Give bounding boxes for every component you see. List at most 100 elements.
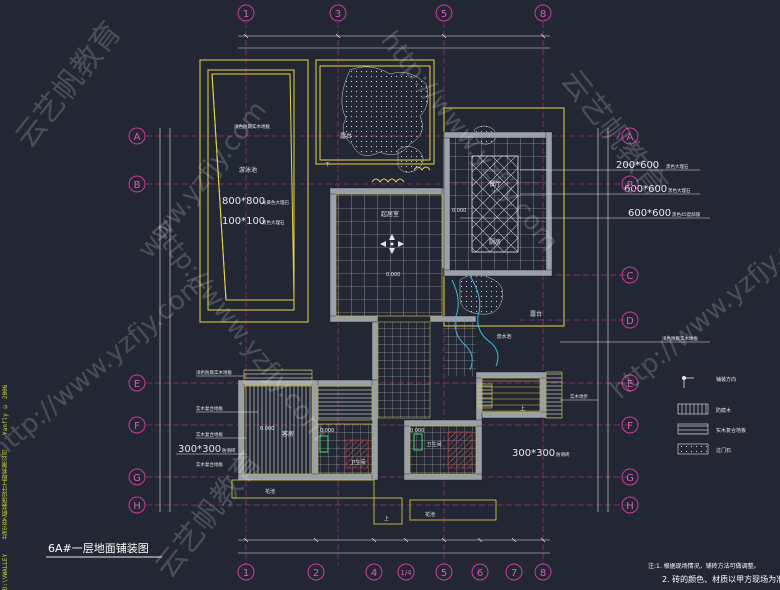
axis-left-a: A — [134, 132, 141, 143]
legend-floor-label: 实木复合地板 — [716, 427, 746, 434]
axis-bubbles — [128, 4, 639, 581]
water-feature-label: 流水池 — [496, 333, 511, 340]
left-note-1: 浅色防腐实木地板 — [196, 369, 232, 376]
stair-up-label: 上 — [384, 515, 389, 522]
left-note-2: 实木复合地板 — [196, 405, 223, 412]
axis-right-g: G — [626, 473, 634, 484]
living-room — [335, 193, 443, 317]
bathroom-right — [409, 425, 477, 475]
terrace-label: 露台 — [340, 132, 352, 140]
right-deck-stairs — [545, 371, 563, 419]
tile-300-right: 300*300 — [512, 448, 555, 459]
legend-stone-label: 过门石 — [716, 447, 731, 454]
tile-200-600: 200*600 — [616, 160, 659, 171]
watermark-4: 云艺帆教育 — [554, 63, 674, 203]
axis-right-a: A — [627, 132, 634, 143]
axis-right-h: H — [626, 501, 634, 512]
watermark-8: http://www.yzfjy.com — [0, 269, 211, 466]
living-elev: 0.000 — [386, 272, 400, 278]
axis-bottom-4: 4 — [371, 568, 377, 579]
wc-floor-note: 实木复合地板 — [196, 461, 223, 468]
tile-800-label: 800*800 — [222, 196, 265, 207]
legend: 铺装方向 防腐木 实木复合地板 过门石 — [677, 375, 746, 455]
stair-up-label-2: 上 — [520, 405, 525, 412]
guest-room-label: 客房 — [282, 430, 294, 438]
axis-bottom-8: 8 — [540, 568, 546, 579]
hatch-stone-icon — [677, 443, 709, 455]
wc-left-label: 卫生间 — [350, 459, 365, 466]
axis-top-5: 5 — [441, 9, 447, 20]
dining-kitchen — [450, 138, 546, 270]
wc-right-elev: 0.000 — [410, 428, 424, 434]
callout-leaders-right — [460, 169, 710, 401]
tile-600: 600*600 — [624, 184, 667, 195]
axis-labels: 1 3 5 8 1 2 4 1/4 5 6 7 8 A B E F G H A … — [133, 9, 634, 579]
guest-elev: 0.000 — [260, 426, 274, 432]
tile-600-45: 600*600 — [628, 208, 671, 219]
dining-elev: 0.000 — [452, 208, 466, 214]
axis-right-f: F — [627, 421, 633, 432]
material-callouts-right: 200*600 黑色大理石 600*600 黑色大理石 600*600 黑色45… — [512, 160, 701, 459]
axis-top-8: 8 — [540, 9, 546, 20]
tile-300-left-note: 防滑砖 — [222, 447, 236, 454]
axis-right-c: C — [627, 271, 634, 282]
tile-600-45-note: 黑色45度斜铺 — [672, 211, 701, 218]
axis-left-g: G — [133, 473, 141, 484]
axis-bottom-5: 5 — [441, 568, 447, 579]
guest-room — [243, 369, 373, 475]
axis-left-f: F — [134, 421, 140, 432]
tile-300-left: 300*300 — [178, 444, 221, 455]
hatch-floor-icon — [677, 423, 709, 435]
water-feature — [451, 275, 499, 371]
dining-label: 餐厅 — [489, 180, 501, 188]
axis-right-b: B — [627, 180, 634, 191]
material-callouts-left: 800*800 米黄色大理石 100*100 黑色大理石 浅色防腐实木地板 实木… — [178, 196, 289, 468]
legend-direction-label: 铺装方向 — [716, 376, 736, 383]
wc-left-elev: 0.000 — [320, 428, 334, 434]
corridor — [377, 321, 431, 419]
stair-down-label: 下 — [325, 162, 330, 168]
flower-bed-right-label: 花池 — [425, 511, 435, 518]
pool-label: 游泳池 — [239, 166, 257, 174]
deck-right-note: 浅色防腐实木地板 — [662, 335, 698, 342]
kitchen-label: 厨房 — [489, 238, 501, 246]
wc-right-label: 卫生间 — [426, 441, 441, 448]
dimension-lines — [159, 33, 609, 554]
notes-line-1: 注:1. 根据现场情况，铺砖方法可做调整。 — [648, 562, 760, 570]
axis-bottom-2: 2 — [313, 568, 319, 579]
planting-clusters — [341, 66, 503, 315]
axis-left-e: E — [134, 379, 140, 390]
tile-100-note: 黑色大理石 — [262, 219, 285, 226]
direction-arrow-icon — [682, 375, 694, 388]
flower-bed-left-label: 花池 — [265, 488, 275, 495]
hatch-wood-icon — [677, 403, 709, 415]
pool-edge-note: 浅色防腐实木地板 — [234, 123, 270, 130]
notes-line-2: 2. 砖的颜色、材质以甲方现场为准。 — [662, 574, 780, 584]
deck-wood-note: 实木地步 — [570, 393, 588, 400]
axis-left-h: H — [133, 501, 141, 512]
axis-right-e: E — [627, 379, 633, 390]
axis-bottom-1-4: 1/4 — [400, 569, 412, 577]
axis-top-1: 1 — [243, 9, 249, 20]
tile-100-label: 100*100 — [222, 216, 265, 227]
axis-bottom-1: 1 — [243, 568, 249, 579]
tile-800-note: 米黄色大理石 — [262, 199, 289, 206]
tile-300-right-note: 防滑砖 — [556, 451, 570, 458]
left-deck-stairs — [477, 383, 493, 409]
axis-left-b: B — [134, 180, 141, 191]
axis-right-d: D — [626, 316, 634, 327]
watermark-2: 云艺帆教育 — [9, 15, 129, 155]
axis-top-3: 3 — [335, 9, 341, 20]
callout-leaders-left — [176, 375, 258, 455]
tile-200-600-note: 黑色大理石 — [666, 163, 689, 170]
axis-bottom-6: 6 — [477, 568, 483, 579]
bathroom-left — [317, 423, 373, 475]
left-note-3: 实木复合地板 — [196, 431, 223, 438]
tile-600-note: 黑色大理石 — [668, 187, 691, 194]
legend-wood-label: 防腐木 — [716, 407, 731, 414]
drawing-title: 6A#一层地面铺装图 — [48, 542, 149, 555]
swimming-pool — [199, 59, 309, 323]
axis-bottom-7: 7 — [511, 568, 517, 579]
living-room-label: 起居室 — [381, 210, 399, 218]
